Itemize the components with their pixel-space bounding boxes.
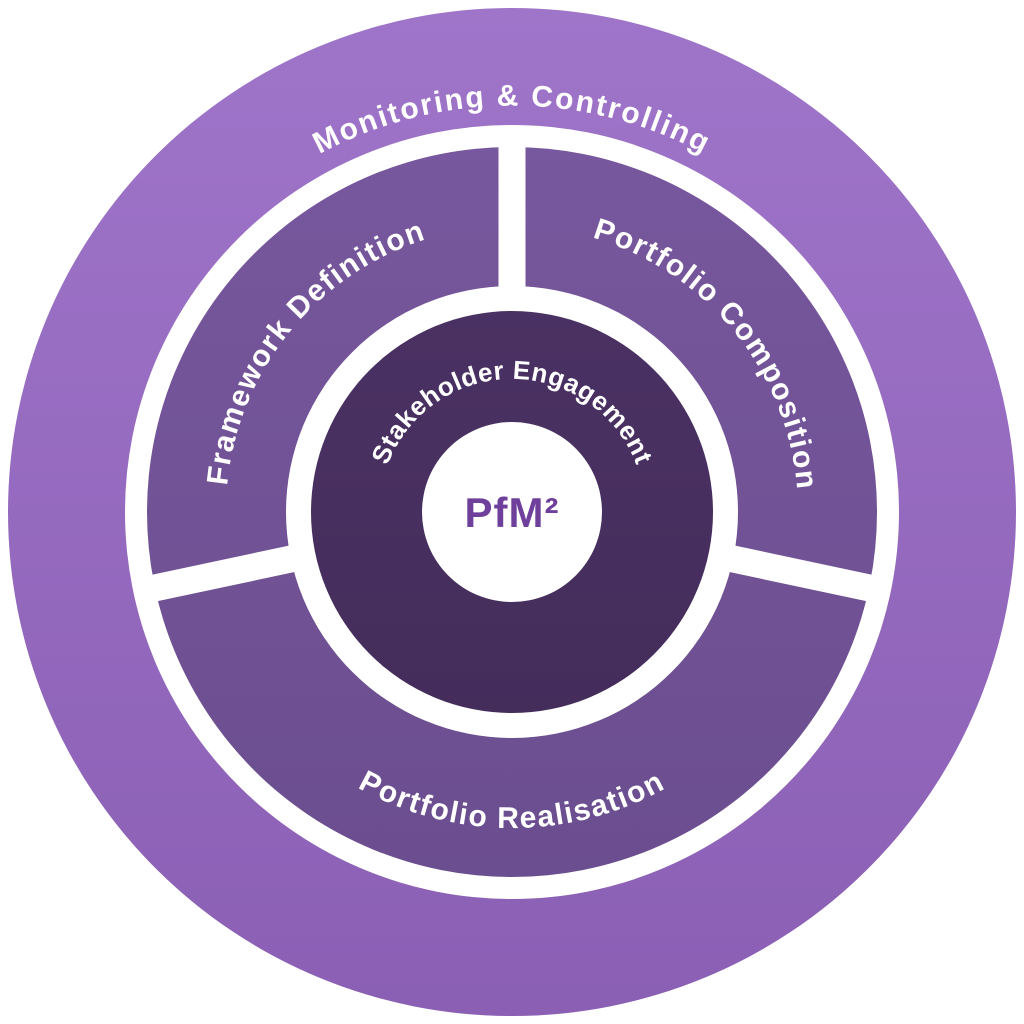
center-title: PfM² [465, 489, 560, 536]
center-circle [422, 422, 602, 602]
divider-lower-right [719, 543, 883, 604]
divider-lower-left [141, 543, 305, 604]
